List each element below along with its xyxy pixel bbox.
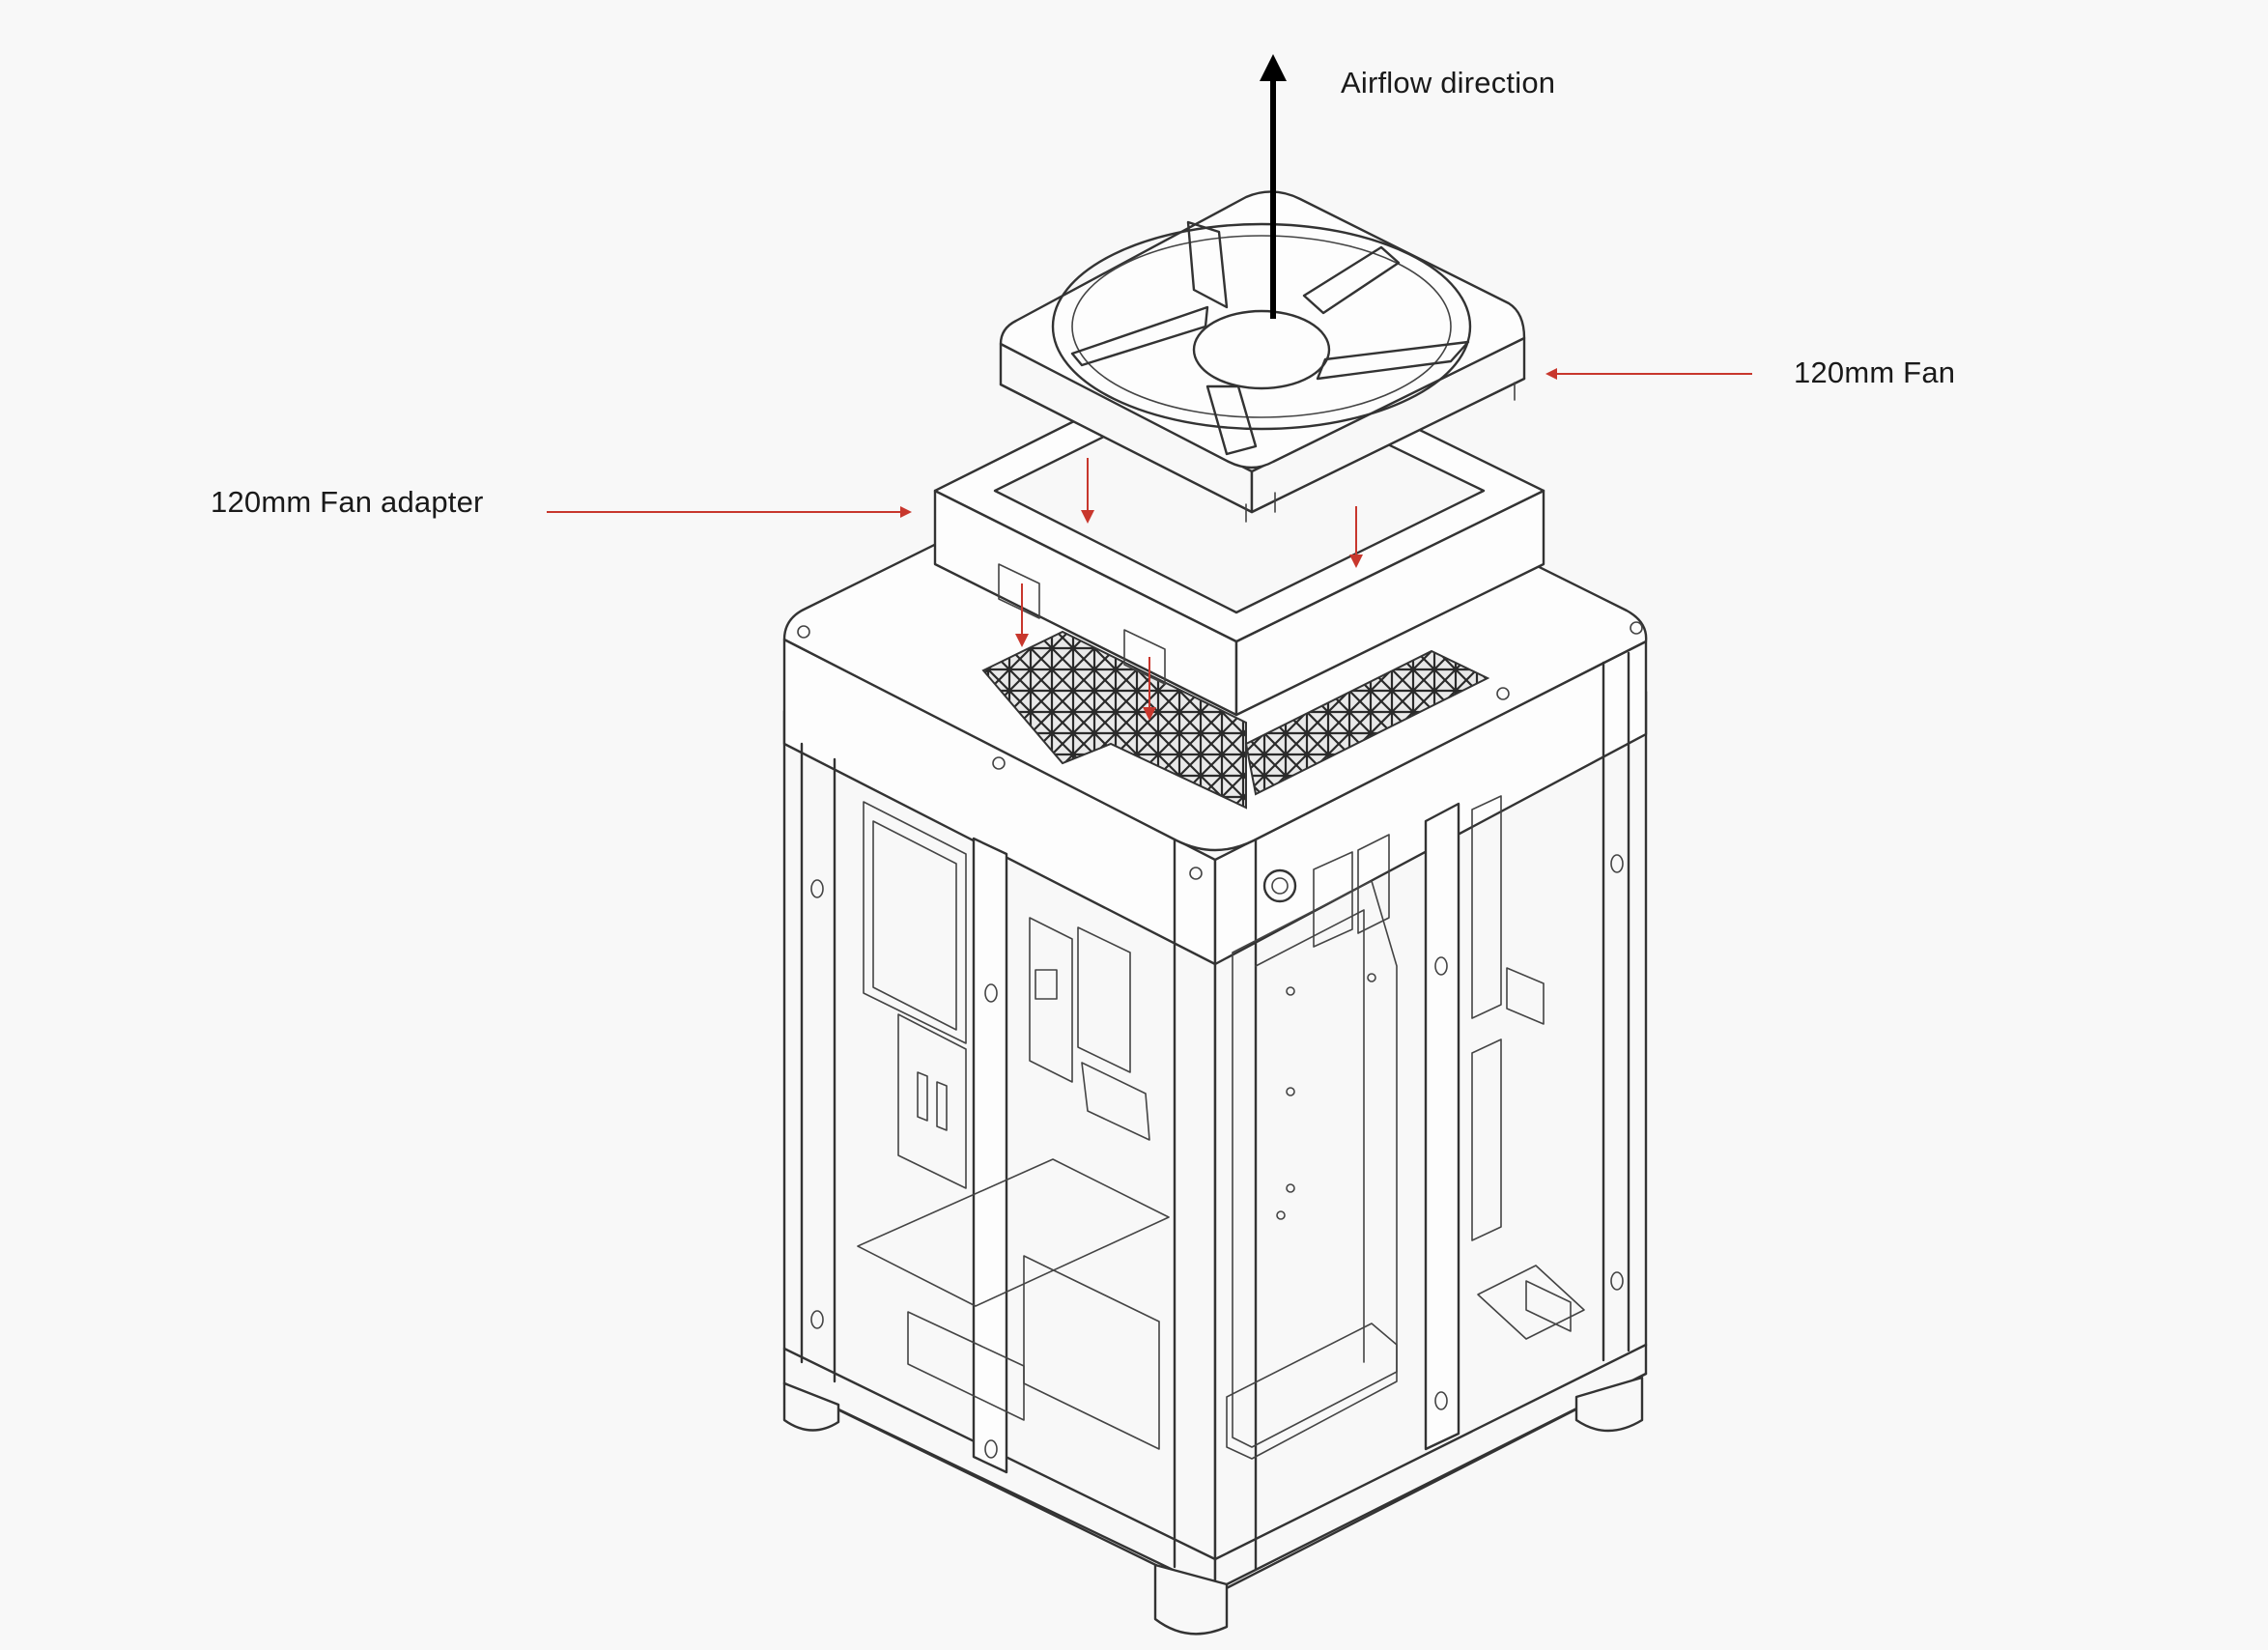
airflow-arrow [1260, 54, 1287, 319]
fan-adapter-label: 120mm Fan adapter [211, 485, 484, 519]
case-feet [782, 1376, 1644, 1636]
callout-leaders [547, 368, 1752, 518]
fan-label: 120mm Fan [1794, 356, 1956, 389]
install-arrows [1015, 458, 1363, 721]
power-button-icon [1262, 868, 1297, 903]
airflow-direction-label: Airflow direction [1341, 66, 1556, 100]
fan-120mm [999, 190, 1526, 523]
